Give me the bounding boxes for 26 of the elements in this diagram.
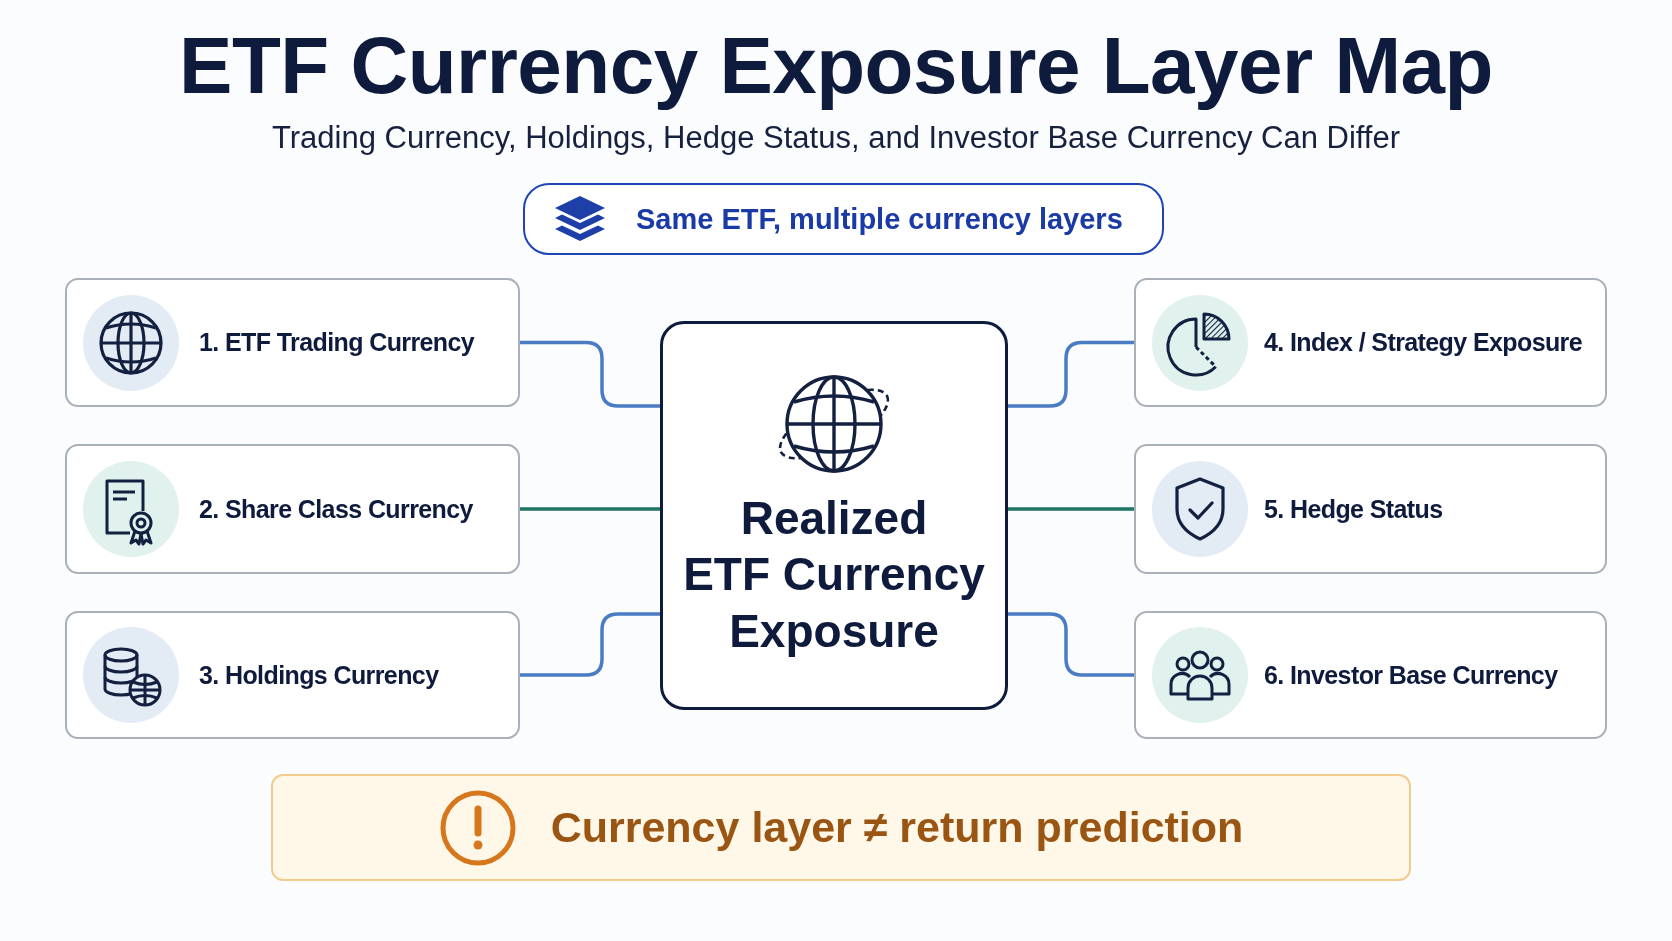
- connector-line: [520, 340, 660, 408]
- banner-text: Same ETF, multiple currency layers: [636, 202, 1123, 236]
- card-label: 3. Holdings Currency: [199, 660, 439, 690]
- connector-line: [1008, 612, 1134, 677]
- connector-line: [1008, 340, 1134, 408]
- center-label: Realized ETF Currency Exposure: [682, 491, 986, 659]
- card-label: 5. Hedge Status: [1264, 494, 1443, 524]
- subtitle: Trading Currency, Holdings, Hedge Status, and Investor Base Currency Can Differ: [271, 120, 1401, 156]
- card-label: 1. ETF Trading Currency: [199, 328, 475, 357]
- connector-line: [520, 507, 660, 511]
- center-box: [660, 321, 1008, 710]
- layer-card: [1134, 278, 1607, 407]
- card-label: 4. Index / Strategy Exposure: [1264, 328, 1583, 357]
- connector-line: [1008, 507, 1134, 511]
- warning-banner: [271, 774, 1411, 881]
- layer-card: [65, 611, 520, 739]
- layer-card: [1134, 444, 1607, 574]
- card-label: 6. Investor Base Currency: [1264, 660, 1558, 690]
- warning-text: Currency layer ≠ return prediction: [550, 803, 1244, 852]
- card-label: 2. Share Class Currency: [199, 494, 473, 524]
- layer-card: [65, 444, 520, 574]
- connector-line: [520, 612, 660, 677]
- banner-pill: [523, 183, 1164, 255]
- layer-card: [65, 278, 520, 407]
- title: ETF Currency Exposure Layer Map: [178, 20, 1494, 112]
- layer-card: [1134, 611, 1607, 739]
